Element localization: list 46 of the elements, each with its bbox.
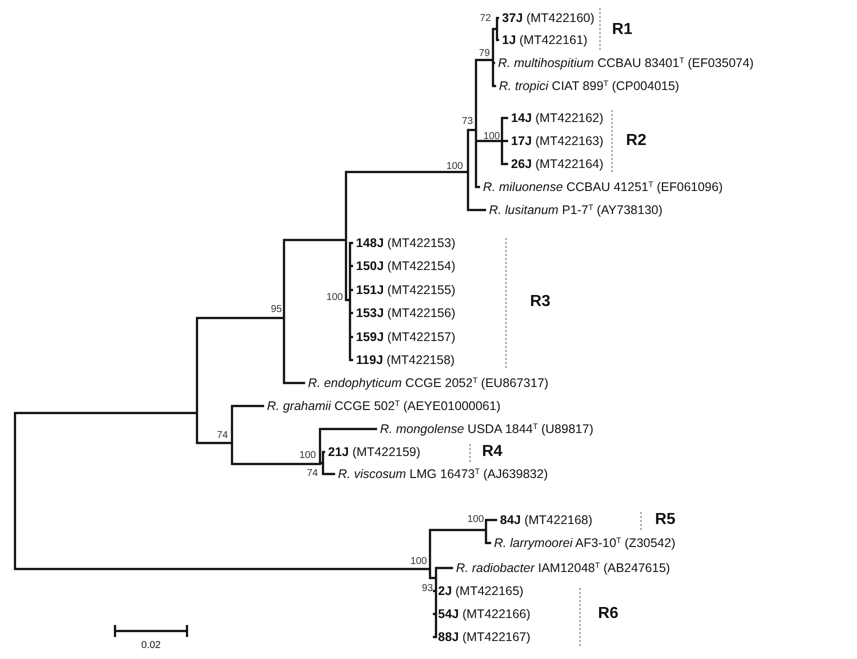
taxon-label: 84J (MT422168) [500,512,592,529]
taxon-label: R. mongolense USDA 1844$^{T}$ (U89817) [380,421,594,438]
bootstrap-value: 100 [446,161,463,173]
taxon-label: R. miluonense CCBAU 41251$^{T}$ (EF061096) [483,179,723,196]
taxon-label: 150J (MT422154) [356,258,456,275]
taxon-label: 14J (MT422162) [511,110,604,127]
scale-label: 0.02 [141,640,161,652]
taxon-label: R. radiobacter IAM12048$^{T}$ (AB247615) [456,560,670,577]
clade-label: R4 [482,443,502,461]
taxon-label: 26J (MT422164) [511,156,604,173]
taxon-label: 153J (MT422156) [356,305,456,322]
taxon-label: 148J (MT422153) [356,235,456,252]
taxon-label: 2J (MT422165) [438,583,524,600]
bootstrap-value: 100 [299,450,316,462]
bootstrap-value: 100 [483,131,500,143]
taxon-label: 21J (MT422159) [328,444,420,461]
clade-label: R2 [626,132,646,150]
clade-label: R3 [530,293,550,311]
taxon-label: 17J (MT422163) [511,133,604,150]
taxon-label: 151J (MT422155) [356,282,456,299]
taxon-label: 1J (MT422161) [502,32,588,49]
bootstrap-value: 100 [410,556,427,568]
taxon-label: 159J (MT422157) [356,329,456,346]
taxon-label: R. larrymoorei AF3-10$^{T}$ (Z30542) [494,535,676,552]
taxon-label: 119J (MT422158) [356,352,455,369]
taxon-label: R. lusitanum P1-7$^{T}$ (AY738130) [489,202,663,219]
bootstrap-value: 95 [270,304,282,316]
taxon-label: 54J (MT422166) [438,606,530,623]
bootstrap-value: 93 [422,583,433,595]
clade-label: R6 [598,605,618,623]
clade-label: R1 [612,21,632,39]
bootstrap-value: 100 [326,292,343,304]
taxon-label: 88J (MT422167) [438,629,530,646]
bootstrap-value: 79 [478,48,490,60]
taxon-label: R. viscosum LMG 16473$^{T}$ (AJ639832) [338,466,548,483]
taxon-label: R. grahamii CCGE 502$^{T}$ (AEYE01000061) [267,398,500,415]
taxon-label: R. endophyticum CCGE 2052$^{T}$ (EU867317) [308,375,548,392]
clade-label: R5 [655,511,676,529]
taxon-label: 37J (MT422160) [502,10,594,27]
taxon-label: R. tropici CIAT 899$^{T}$ (CP004015) [499,78,680,95]
bootstrap-value: 74 [306,468,318,480]
bootstrap-value: 72 [480,13,491,25]
taxon-label: R. multihospitium CCBAU 83401$^{T}$ (EF035074) [498,55,754,72]
bootstrap-value: 73 [462,116,473,128]
bootstrap-value: 100 [467,514,484,526]
bootstrap-value: 74 [216,430,228,442]
